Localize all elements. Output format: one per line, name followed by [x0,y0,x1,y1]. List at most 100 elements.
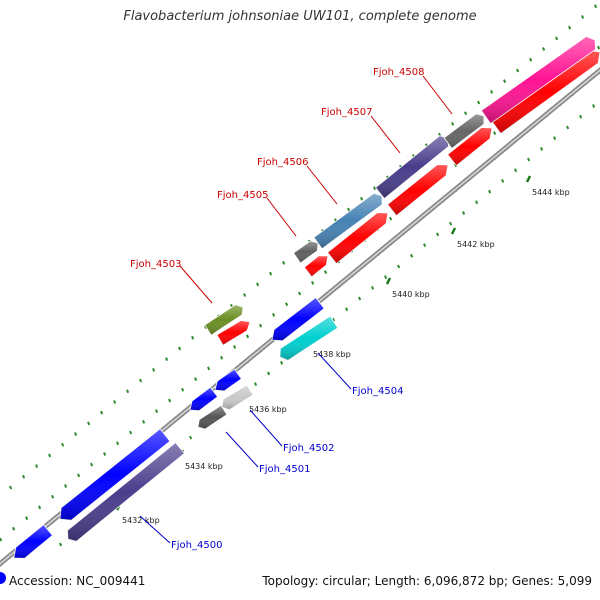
tick-mark [397,264,401,269]
tick-mark [269,271,273,276]
tick-mark [332,318,336,322]
tick-mark [527,157,531,162]
major-tick-mark [450,227,457,235]
tick-label: 5440 kbp [392,290,430,299]
tick-mark [311,280,315,285]
tick-mark [568,25,572,30]
gene-grey-forward[interactable] [443,113,485,149]
gene-fjoh-4508[interactable] [480,35,596,125]
tick-mark [280,360,284,365]
tick-mark [116,441,120,446]
tick-mark [87,421,91,426]
cds-reverse-arrow[interactable] [189,386,219,412]
tick-mark [345,307,349,312]
gene-leader-line [370,115,401,154]
tick-mark [207,366,211,371]
gene-label-fjoh-4501[interactable]: Fjoh_4501 [259,464,310,475]
tick-mark [168,398,172,403]
tick-mark [475,200,479,205]
tick-mark [189,435,193,440]
gene-label-fjoh-4502[interactable]: Fjoh_4502 [283,443,334,454]
map-title: Flavobacterium johnsoniae UW101, complet… [123,9,477,24]
tick-mark [64,484,68,488]
cds-forward-arrow[interactable] [387,164,449,217]
gene-fjoh-4503[interactable] [204,304,244,336]
tick-mark [181,387,185,392]
tick-mark [373,186,377,190]
gene-label-fjoh-4507[interactable]: Fjoh_4507 [321,107,372,118]
tick-mark [451,122,455,126]
tick-label: 5438 kbp [313,350,351,359]
tick-mark [503,79,507,84]
gene-label-fjoh-4500[interactable]: Fjoh_4500 [171,540,222,551]
tick-mark [113,400,117,404]
tick-mark [579,114,583,119]
gene-label-fjoh-4506[interactable]: Fjoh_4506 [257,157,308,168]
major-tick-mark [525,175,532,183]
gene-label-fjoh-4508[interactable]: Fjoh_4508 [373,67,424,78]
cds-forward-arrow[interactable] [303,255,329,278]
tick-mark [139,378,143,383]
tick-mark [449,221,453,226]
gene-fjoh-4501[interactable] [197,404,228,430]
tick-mark [566,125,570,130]
cds-reverse-arrow[interactable] [59,428,171,521]
tick-mark [477,100,481,105]
tick-mark [285,302,289,307]
tick-mark [389,216,393,221]
tick-mark [74,432,78,436]
tick-mark [246,334,250,339]
tick-mark [22,474,26,479]
tick-mark [0,537,3,542]
gene-label-fjoh-4504[interactable]: Fjoh_4504 [352,386,403,397]
tick-mark [77,473,81,478]
tick-mark [51,494,55,499]
gene-fjoh-4500[interactable] [67,442,185,542]
cds-reverse-arrow[interactable] [214,368,242,392]
gene-fjoh-4504[interactable] [279,315,339,361]
tick-mark [423,243,427,247]
gene-fjoh-4505[interactable] [292,240,319,264]
gene-label-fjoh-4503[interactable]: Fjoh_4503 [130,259,181,270]
tick-mark [493,131,497,136]
tick-mark [540,146,544,151]
cds-reverse-arrow[interactable] [271,296,325,342]
tick-mark [384,275,388,280]
genome-stats-text: Topology: circular; Length: 6,096,872 bp… [262,574,592,588]
tick-mark [514,168,518,173]
tick-mark [152,367,156,372]
tick-mark [553,136,557,141]
gene-fjoh-4507[interactable] [375,135,449,199]
tick-mark [462,211,466,215]
tick-mark [410,253,414,258]
cds-forward-arrow[interactable] [327,212,389,265]
tick-mark [592,104,596,108]
cds-reverse-arrow[interactable] [13,524,53,559]
tick-mark [165,357,169,362]
cds-forward-arrow[interactable] [216,320,251,346]
gene-fjoh-4506[interactable] [313,192,383,250]
tick-mark [529,57,533,62]
tick-mark [9,485,13,490]
tick-mark [61,442,65,447]
tick-mark [103,452,107,456]
cds-forward-arrow[interactable] [490,49,600,135]
accession-text: Accession: NC_009441 [9,574,146,588]
tick-mark [555,36,559,41]
gene-label-fjoh-4505[interactable]: Fjoh_4505 [217,190,268,201]
gene-fjoh-4502[interactable] [221,384,254,410]
tick-label: 5434 kbp [185,462,223,471]
tick-mark [267,371,271,376]
tick-mark [488,189,492,194]
cds-forward-arrow[interactable] [447,127,493,167]
tick-label: 5442 kbp [457,240,495,249]
tick-mark [191,335,195,340]
tick-mark [25,516,29,520]
tick-label: 5432 kbp [122,516,160,525]
tick-mark [347,207,351,212]
gene-leader-line [422,75,453,115]
tick-mark [256,282,260,287]
tick-mark [371,285,375,290]
tick-mark [38,505,42,510]
